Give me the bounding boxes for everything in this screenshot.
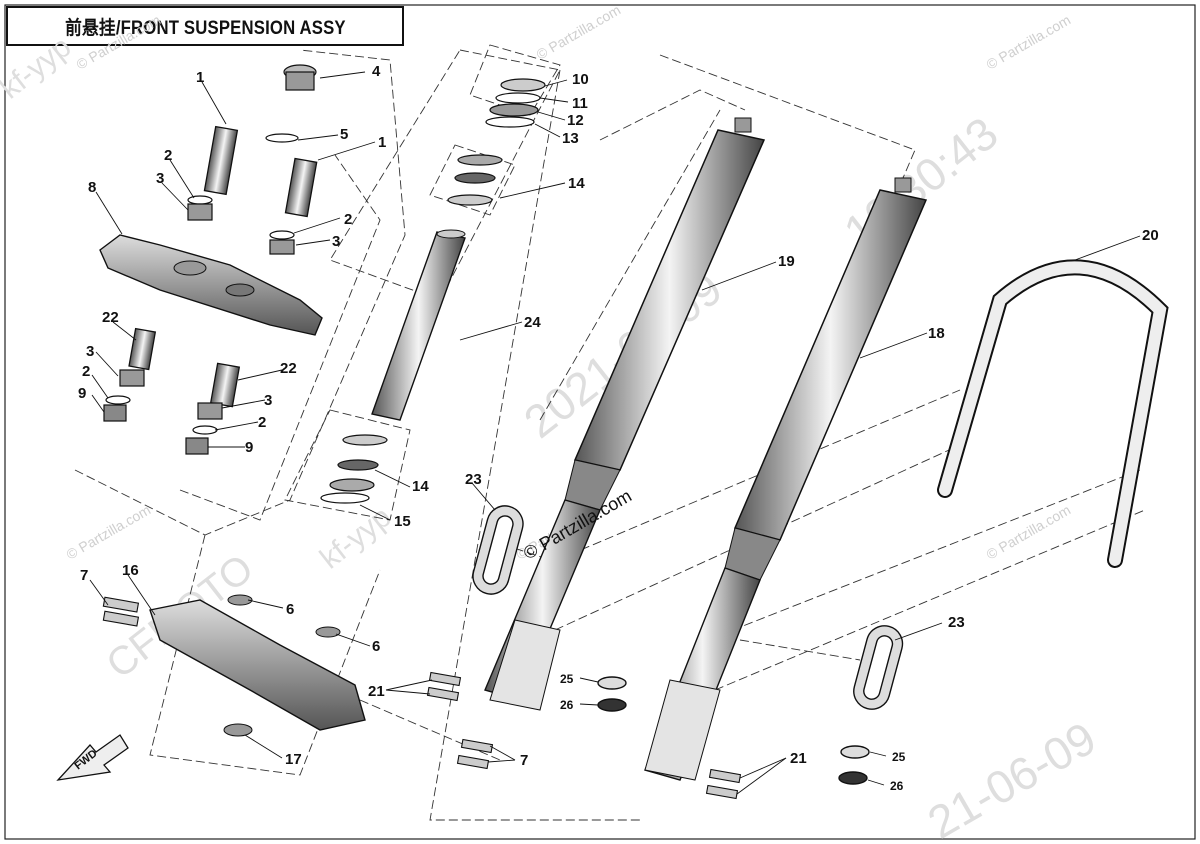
small-bolts — [102, 596, 742, 800]
upper-triple-clamp — [99, 234, 323, 336]
forward-arrow: FWD — [56, 734, 129, 781]
diagram-title: 前悬挂/FRONT SUSPENSION ASSY — [64, 17, 346, 39]
callout: 5 — [340, 126, 348, 143]
callout: 9 — [78, 385, 86, 402]
watermark: © Partzilla.com — [984, 12, 1074, 73]
callout: 13 — [562, 130, 579, 147]
callout: 22 — [102, 309, 119, 326]
callout: 25 — [560, 672, 574, 686]
fork-leg-left — [484, 117, 766, 711]
callout: 26 — [890, 779, 904, 793]
clamp-bolts — [128, 125, 318, 408]
nuts-washers — [103, 64, 317, 455]
callout: 6 — [286, 601, 294, 618]
callout: 2 — [344, 211, 352, 228]
callout: 7 — [520, 752, 528, 769]
callout: 20 — [1142, 227, 1159, 244]
seal-rings — [472, 505, 904, 785]
callout: 3 — [86, 343, 94, 360]
callout: 2 — [82, 363, 90, 380]
user-stamp: kf-yyp — [314, 500, 397, 575]
callout: 23 — [465, 471, 482, 488]
callout: 14 — [412, 478, 429, 495]
callout: 3 — [332, 233, 340, 250]
callout: 1 — [378, 134, 386, 151]
callout: 15 — [394, 513, 411, 530]
bearing-stack-lower — [320, 434, 388, 504]
callout: 14 — [568, 175, 585, 192]
callout: 26 — [560, 698, 574, 712]
callout: 18 — [928, 325, 945, 342]
diagram-title-box: 前悬挂/FRONT SUSPENSION ASSY — [6, 6, 404, 46]
watermark: © Partzilla.com — [64, 502, 154, 563]
callout: 21 — [790, 750, 807, 767]
watermark: © Partzilla.com — [74, 12, 164, 73]
lower-triple-clamp — [149, 594, 366, 737]
user-stamp: kf-yyp — [0, 30, 77, 105]
callout: 12 — [567, 112, 584, 129]
callout-numbers: 1 4 5 1 2 3 8 2 3 22 3 2 9 22 3 2 9 10 1… — [78, 63, 1159, 793]
callout: 17 — [285, 751, 302, 768]
watermark: © Partzilla.com — [534, 2, 624, 63]
bearing-stack-upper — [447, 78, 546, 206]
callout: 6 — [372, 638, 380, 655]
callout: 21 — [368, 683, 385, 700]
callout: 1 — [196, 69, 204, 86]
leader-lines — [89, 71, 1141, 795]
callout: 3 — [264, 392, 272, 409]
fork-leg-right — [644, 177, 928, 781]
callout: 22 — [280, 360, 297, 377]
callout: 23 — [948, 614, 965, 631]
callout: 4 — [372, 63, 381, 80]
callout: 19 — [778, 253, 795, 270]
callout: 2 — [258, 414, 266, 431]
outer-border — [4, 4, 1196, 840]
callout: 2 — [164, 147, 172, 164]
callout: 3 — [156, 170, 164, 187]
watermark: © Partzilla.com — [984, 502, 1074, 563]
callout: 7 — [80, 567, 88, 584]
callout: 10 — [572, 71, 589, 88]
date-stamp: 21-06-09 — [919, 712, 1104, 844]
callout: 8 — [88, 179, 96, 196]
callout: 9 — [245, 439, 253, 456]
steering-stem — [371, 229, 466, 421]
callout: 11 — [572, 95, 588, 112]
callout: 16 — [122, 562, 139, 579]
callout: 25 — [892, 750, 906, 764]
callout: 24 — [524, 314, 541, 331]
